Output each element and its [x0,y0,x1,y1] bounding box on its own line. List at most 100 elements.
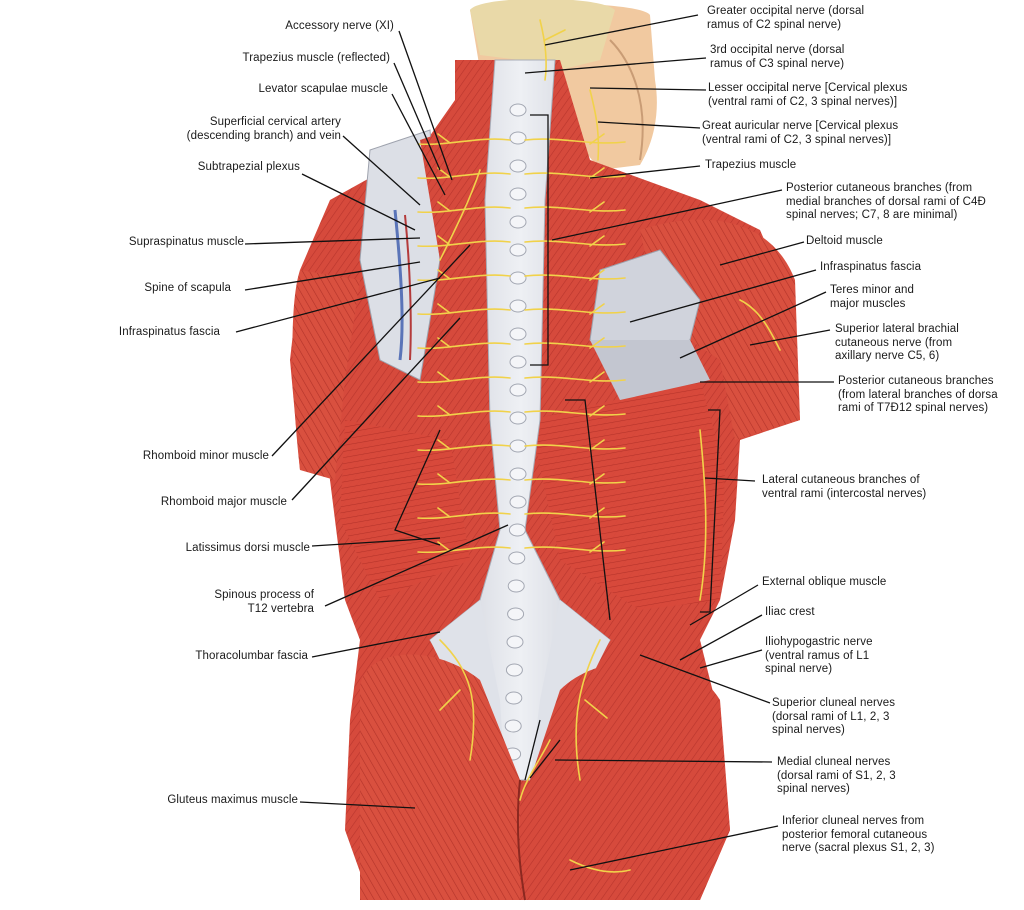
vertebra-bump [509,243,527,257]
leader-line [324,524,509,607]
leader-line [524,57,707,74]
vertebra-bump [509,159,527,173]
nerve-branch [524,235,626,247]
bracket-rhomboid [394,429,441,546]
label-posterior-cutaneous-medial: Posterior cutaneous branches (from media… [786,182,986,221]
label-superficial-cervical-artery: Superficial cervical artery (descending … [186,116,341,142]
bracket-medial-cluneal [524,719,561,781]
vertebra-bump [504,719,522,733]
label-thoracolumbar-fascia: Thoracolumbar fascia [195,650,308,662]
leader-line [551,189,783,241]
label-external-oblique: External oblique muscle [762,576,887,588]
leader-line [589,87,707,91]
vertebra-bump [509,299,527,313]
nerve-branch [519,739,551,801]
spinous-processes [504,103,527,761]
vertebra-bump [505,663,523,677]
nerve-branch [417,133,511,146]
vertebra-bump [509,411,527,425]
label-iliohypogastric: Iliohypogastric nerve (ventral ramus of … [765,636,873,675]
label-trapezius-reflected: Trapezius muscle (reflected) [242,52,390,64]
leader-line [299,801,416,809]
label-deltoid: Deltoid muscle [806,235,883,247]
nerve-branch [524,439,626,451]
leader-line [639,654,771,704]
leader-line [689,584,759,626]
leader-line [244,237,421,245]
leader-line [244,261,421,291]
vertebra-bump [509,271,527,285]
leader-line [271,244,471,457]
label-accessory-nerve: Accessory nerve (XI) [285,20,394,32]
label-posterior-cutaneous-lateral: Posterior cutaneous branches (from later… [838,375,998,414]
label-spine-of-scapula: Spine of scapula [144,282,231,294]
nerve-branch [524,337,626,349]
vertebra-bump [508,551,526,565]
leader-line [291,317,461,501]
nerve-branch [417,473,511,486]
vertebra-bump [509,495,527,509]
leader-line [589,165,701,179]
nerve-branch [417,405,511,418]
leader-line [597,121,701,129]
label-inferior-cluneal: Inferior cluneal nerves from posterior f… [782,815,935,854]
leader-line [699,649,763,669]
leader-line [679,291,827,359]
label-spinous-process-t12: Spinous process of T12 vertebra [214,589,314,615]
leader-line [554,759,773,763]
nerve-branch [524,371,626,383]
leader-line [679,614,763,661]
leader-lines [235,14,834,871]
vertebra-bump [507,579,525,593]
nerve-branch [524,303,626,315]
label-great-auricular: Great auricular nerve [Cervical plexus (… [702,120,899,146]
nerve-branch [524,201,626,213]
vertebra-bump [509,383,527,397]
label-teres-minor-major: Teres minor and major muscles [830,284,914,310]
label-greater-occipital: Greater occipital nerve (dorsal ramus of… [707,5,865,31]
bracket-posterior-medial [530,114,549,366]
vertebra-bump [509,439,527,453]
vertebra-bump [509,131,527,145]
leader-line [391,93,446,196]
vertebra-bump [509,103,527,117]
infraspinatus-fascia-area [589,249,710,400]
label-iliac-crest: Iliac crest [765,606,815,618]
nerve-branch [417,303,511,316]
nerve-branch [439,169,481,261]
bracket-posterior-lateral [565,399,611,621]
vertebra-bump [509,467,527,481]
leader-line [704,477,756,482]
label-latissimus-dorsi: Latissimus dorsi muscle [185,542,310,554]
nerve-branch [524,507,626,519]
label-lesser-occipital: Lesser occipital nerve [Cervical plexus … [708,82,908,108]
nerve-branch [524,473,626,485]
nerve-branch [439,639,475,761]
leader-line [342,135,421,206]
nerve-branch [417,541,511,554]
cutaneous-nerves [417,19,781,873]
label-medial-cluneal: Medial cluneal nerves (dorsal rami of S1… [777,756,896,795]
leader-line [398,30,453,181]
vertebra-bump [507,607,525,621]
label-supraspinatus: Supraspinatus muscle [128,236,244,248]
leader-line [235,277,441,333]
label-superior-lateral-brachial: Superior lateral brachial cutaneous nerv… [835,323,959,362]
label-rhomboid-minor: Rhomboid minor muscle [142,450,269,462]
nerve-branch [417,269,511,282]
vertebra-bump [509,355,527,369]
nerve-branch [417,439,511,452]
nerve-branch [569,859,631,873]
nerve-branch [524,133,626,145]
leader-line [311,537,441,547]
label-rhomboid-major: Rhomboid major muscle [160,496,287,508]
scapula-region [359,120,490,390]
leader-line [311,631,441,658]
bracket-lateral-cutaneous [700,409,721,613]
nerve-branch [417,507,511,520]
nerve-branch [539,19,566,81]
label-superior-cluneal: Superior cluneal nerves (dorsal rami of … [772,697,896,736]
leader-line [544,14,699,46]
